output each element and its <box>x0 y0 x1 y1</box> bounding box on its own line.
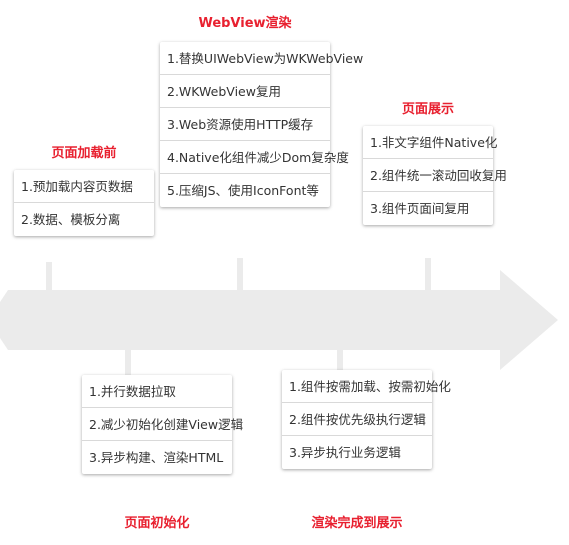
list-item: 2.WKWebView复用 <box>160 75 330 108</box>
connector-render <box>337 348 343 370</box>
preload-card: 1.预加载内容页数据 2.数据、模板分离 <box>14 170 154 236</box>
connector-display <box>425 258 431 292</box>
list-item: 3.异步执行业务逻辑 <box>289 445 401 460</box>
display-title: 页面展示 <box>401 102 454 117</box>
list-item: 4.Native化组件减少Dom复杂度 <box>160 141 349 174</box>
list-item: 1.组件按需加载、按需初始化 <box>282 370 451 403</box>
list-item: 2.组件统一滚动回收复用 <box>363 159 507 192</box>
preload-title: 页面加载前 <box>51 146 117 161</box>
init-title: 页面初始化 <box>124 516 190 531</box>
list-item: 3.Web资源使用HTTP缓存 <box>160 108 330 141</box>
display-card: 1.非文字组件Native化 2.组件统一滚动回收复用 3.组件页面间复用 <box>363 126 507 225</box>
list-item: 3.组件页面间复用 <box>370 201 470 216</box>
webview-card: 1.替换UIWebView为WKWebView 2.WKWebView复用 3.… <box>160 42 363 207</box>
list-item: 1.并行数据拉取 <box>82 375 232 408</box>
render-title: 渲染完成到展示 <box>311 516 403 531</box>
list-item: 1.预加载内容页数据 <box>14 170 154 203</box>
connector-init <box>125 348 131 378</box>
list-item: 1.替换UIWebView为WKWebView <box>160 42 363 75</box>
list-item: 5.压缩JS、使用IconFont等 <box>167 183 319 198</box>
list-item: 3.异步构建、渲染HTML <box>89 450 224 465</box>
list-item: 2.数据、模板分离 <box>21 212 121 227</box>
render-card: 1.组件按需加载、按需初始化 2.组件按优先级执行逻辑 3.异步执行业务逻辑 <box>282 370 451 469</box>
connector-webview <box>237 258 243 292</box>
webview-title: WebView渲染 <box>198 16 292 31</box>
connector-preload <box>46 262 52 292</box>
init-card: 1.并行数据拉取 2.减少初始化创建View逻辑 3.异步构建、渲染HTML <box>82 375 243 474</box>
list-item: 2.减少初始化创建View逻辑 <box>82 408 243 441</box>
list-item: 1.非文字组件Native化 <box>363 126 497 159</box>
list-item: 2.组件按优先级执行逻辑 <box>282 403 432 436</box>
